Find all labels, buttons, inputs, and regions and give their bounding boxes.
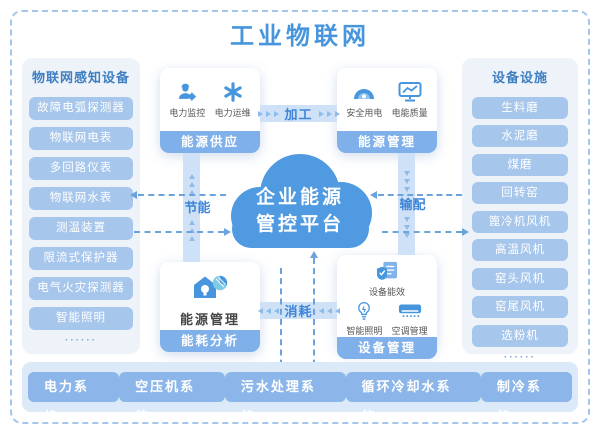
flow-label: 节能 [184,200,211,215]
facilities-panel: 设备设施 生料磨 水泥磨 煤磨 回转窑 篦冷机风机 高温风机 窑头风机 窑尾风机… [462,58,578,363]
panel-item: 水泥磨 [472,125,568,147]
arrow-right-icon [462,228,469,236]
iot-devices-panel: 物联网感知设备 故障电弧探测器 物联网电表 多回路仪表 物联网水表 测温装置 限… [22,58,140,354]
flow-label: 消耗 [284,304,313,319]
dashed-connector [382,231,462,233]
box-band-label: 设备管理 [337,337,437,359]
panel-item: 生料磨 [472,96,568,119]
air-conditioner-icon [398,304,421,317]
systems-bar: 电力系统 空压机系统 污水处理系统 循环冷却水系统 制冷系统 [22,362,578,424]
power-ops-icon [223,82,242,102]
panel-header: 物联网感知设备 [31,70,130,85]
arrow-up-icon [310,251,318,258]
ellipsis: ······ [504,351,536,363]
flow-label: 输配 [399,196,426,212]
flow-label: 加工 [284,107,313,122]
arrow-left-icon [130,191,137,199]
smart-lighting-icon [358,301,371,320]
device-management-box: 设备能效 智能照明 空调管理 设备管理 [337,255,437,359]
energy-analysis-box: 能源管理 能耗分析 [160,262,260,352]
icon-label: 智能照明 [346,326,383,336]
device-efficiency-icon [376,261,398,280]
dashed-connector [280,268,282,386]
box-band-label: 能源管理 [337,131,437,153]
icon-label: 电力监控 [169,108,206,118]
ellipsis: ······ [65,335,97,346]
icon-label: 设备能效 [368,287,405,297]
panel-item: 限流式保护器 [29,247,133,270]
panel-item: 测温装置 [29,217,133,240]
box-band-label: 能源供应 [160,131,260,153]
platform-title: 企业能源 管控平台 [255,187,344,235]
panel-item: 回转窑 [472,182,568,204]
arrow-left-icon [370,191,377,199]
flow-consume-band: 消耗 [257,302,340,319]
panel-header: 设备设施 [491,70,548,85]
panel-item: 高温风机 [472,239,568,261]
icon-label: 电力运维 [214,108,251,118]
system-pill: 污水处理系统 [224,372,346,424]
dashed-connector [134,231,224,233]
panel-item: 多回路仪表 [29,157,133,180]
flow-distribute-band: 输配 [398,153,426,255]
power-monitoring-icon [179,83,197,101]
energy-management-box: 安全用电 电能质量 能源管理 [337,68,437,153]
panel-item: 物联网电表 [29,127,133,150]
cloud-icon [231,154,372,248]
arrow-right-icon [224,228,231,236]
panel-item: 煤磨 [472,153,568,176]
panel-item: 选粉机 [472,324,568,347]
safe-electricity-icon [354,89,375,99]
box-band-label: 能耗分析 [160,330,260,352]
flow-process-band: 加工 [257,105,340,122]
icon-label: 安全用电 [346,108,383,118]
panel-item: 电气火灾探测器 [29,277,133,300]
dashed-connector [378,194,462,196]
platform-cloud: 企业能源 管控平台 [222,150,378,268]
icon-label: 电能质量 [391,108,428,118]
panel-item: 窑尾风机 [472,296,568,318]
page-title: 工业物联网 [230,23,370,50]
panel-item: 故障电弧探测器 [29,97,133,120]
panel-item: 窑头风机 [472,267,568,290]
panel-item: 智能照明 [29,307,133,330]
system-pill: 循环冷却水系统 [345,372,481,424]
dashed-connector [313,258,315,386]
panel-item: 篦冷机风机 [472,210,568,233]
box-title: 能源管理 [179,312,240,327]
energy-supply-box: 电力监控 电力运维 能源供应 [160,68,260,153]
system-pill: 电力系统 [28,372,120,424]
house-energy-icon [194,275,228,298]
system-pill: 制冷系统 [480,372,572,424]
system-pill: 空压机系统 [119,372,225,424]
dashed-border [10,10,590,424]
dashed-connector [138,194,226,196]
power-quality-icon [398,82,422,102]
panel-item: 物联网水表 [29,187,133,210]
flow-save-band: 节能 [183,153,211,262]
icon-label: 空调管理 [391,326,428,336]
